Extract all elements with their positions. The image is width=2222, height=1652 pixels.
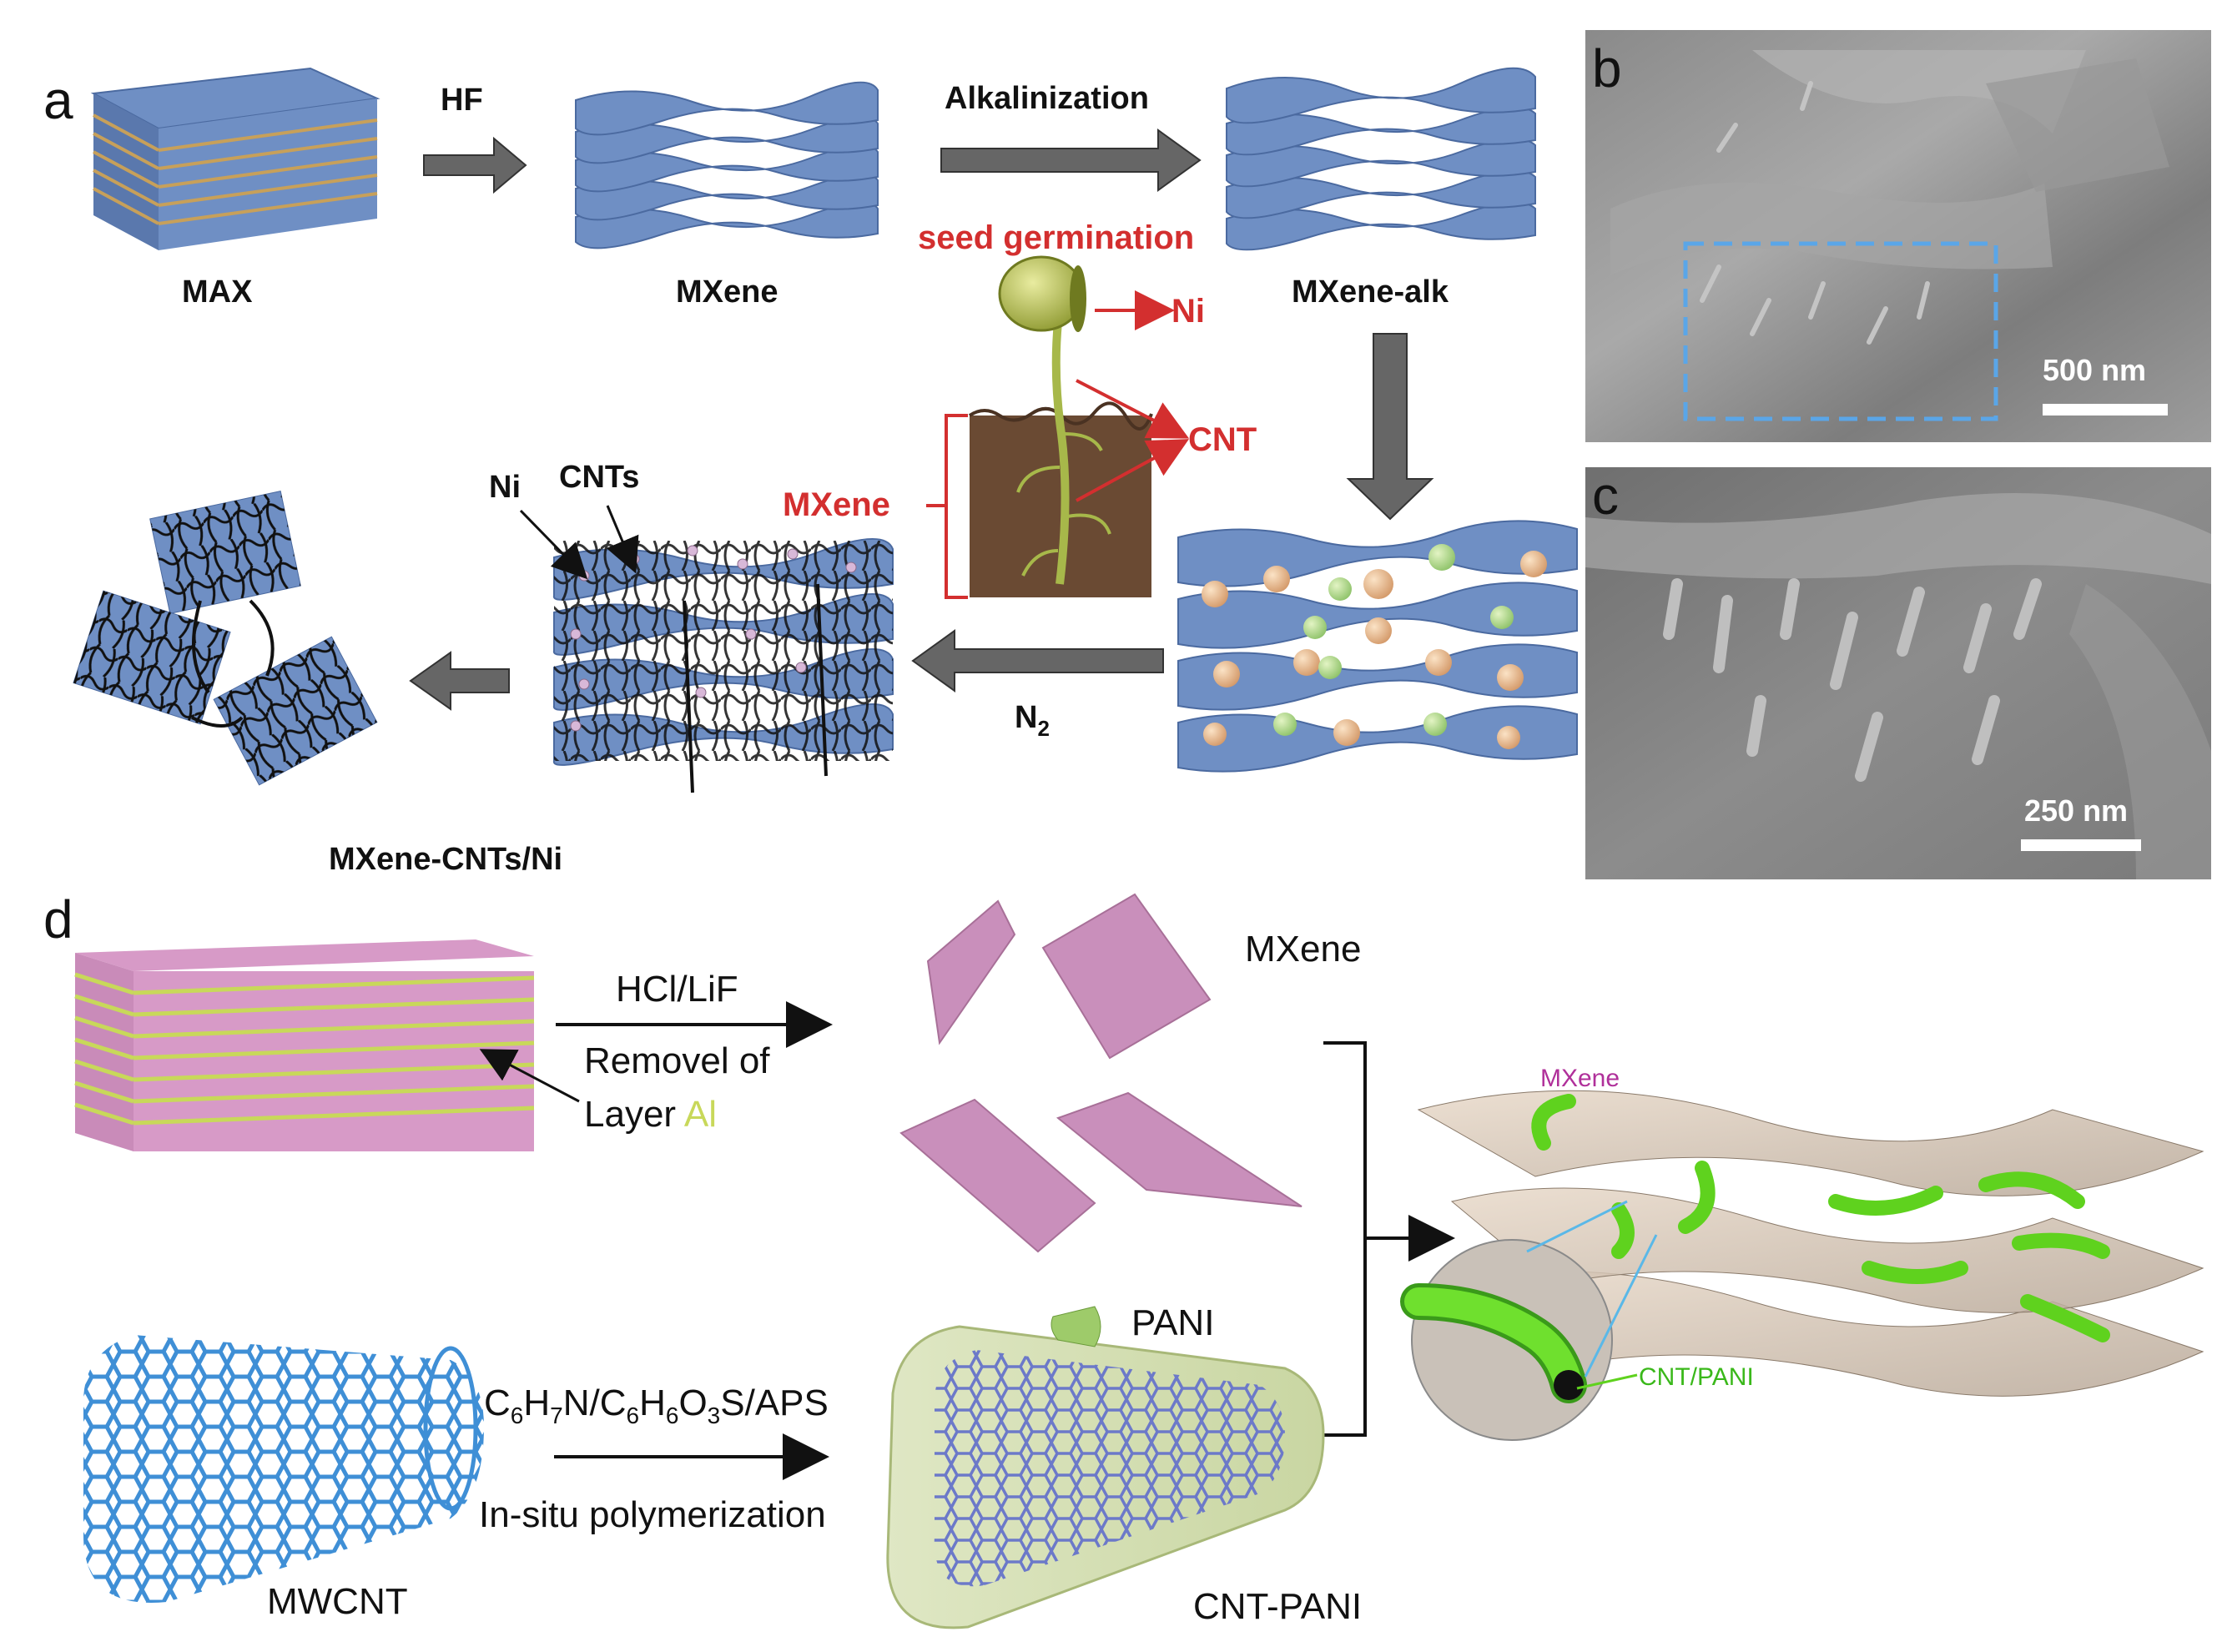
cnt-label-red: CNT [1188,421,1257,458]
alkalinization-label: Alkalinization [945,81,1149,116]
ni-label-red: Ni [1171,293,1205,330]
mxene-label-top: MXene [676,274,778,310]
removal-label: Removel of [584,1040,770,1081]
layered-max-pink-graphic [74,939,535,1151]
mxene-cnts-ni-clusters-graphic [73,491,378,786]
product-label: MXene-CNTs/Ni [329,842,562,877]
cnt-pani-label: CNT-PANI [1193,1586,1362,1627]
hcl-lif-label: HCl/LiF [616,969,738,1010]
composite-cnt-pani-label: CNT/PANI [1639,1363,1754,1391]
max-block-graphic [90,67,380,250]
max-label: MAX [182,274,253,310]
insitu-label: In-situ polymerization [479,1494,826,1535]
scale-bar-c [2021,839,2141,851]
down-arrow [1346,333,1434,521]
ni-pointer-arrow-black [519,509,588,580]
alkalinization-arrow [940,128,1202,192]
hf-arrow [423,136,527,194]
mxene-cnt-stack-graphic [552,537,894,793]
mxene-alk-stack-graphic [1226,67,1536,251]
pani-legend-label: PANI [1131,1302,1214,1343]
cnts-pointer-label: CNTs [559,460,639,495]
mxene-cnt-pani-composite-graphic [1400,1090,2204,1441]
reagent-formula: C6H7N/C6H6O3S/APS [484,1383,829,1428]
ni-pointer-label: Ni [489,470,521,505]
scale-bar-b [2043,404,2168,416]
layer-al-label: Layer Al [584,1094,717,1135]
seed-germination-graphic [968,255,1153,597]
panel-b-letter: b [1592,38,1622,98]
mwcnt-graphic [83,1335,484,1603]
zoom-region-box [1683,241,1998,421]
mxene-stack-graphic [575,81,879,249]
mxene-alk-label: MXene-alk [1292,274,1449,310]
panel-d-letter: d [43,889,73,949]
panel-a-letter: a [43,70,73,130]
scale-bar-c-label: 250 nm [2024,793,2128,828]
al-layer-pointer [479,1049,580,1103]
mwcnt-label: MWCNT [267,1581,408,1622]
mxene-flakes-graphic [899,893,1302,1253]
n2-arrow [911,629,1164,693]
merge-bracket [1323,1041,1412,1437]
mxene-bracket [926,414,968,599]
cnts-pointer-arrow [606,505,639,574]
mxene-with-catalyst-graphic [1177,520,1578,773]
mxene-flakes-label: MXene [1245,929,1361,970]
cnt-pointer-arrow-2 [1076,439,1190,502]
cnt-pani-graphic [886,1325,1325,1629]
seed-germination-title: seed germination [918,219,1194,256]
n2-label: N2 [1015,700,1050,741]
panel-c-letter: c [1592,466,1619,526]
sem-image-b: 500 nm [1585,30,2211,442]
composite-mxene-label: MXene [1540,1065,1620,1092]
sem-image-c: 250 nm [1585,467,2211,879]
scale-bar-b-label: 500 nm [2043,353,2146,387]
hf-label: HF [441,83,483,118]
cnt-pointer-arrow-1 [1076,379,1190,439]
mxene-soil-label: MXene [783,486,890,523]
pani-legend-icon [1051,1306,1101,1347]
left-arrow [409,651,510,711]
